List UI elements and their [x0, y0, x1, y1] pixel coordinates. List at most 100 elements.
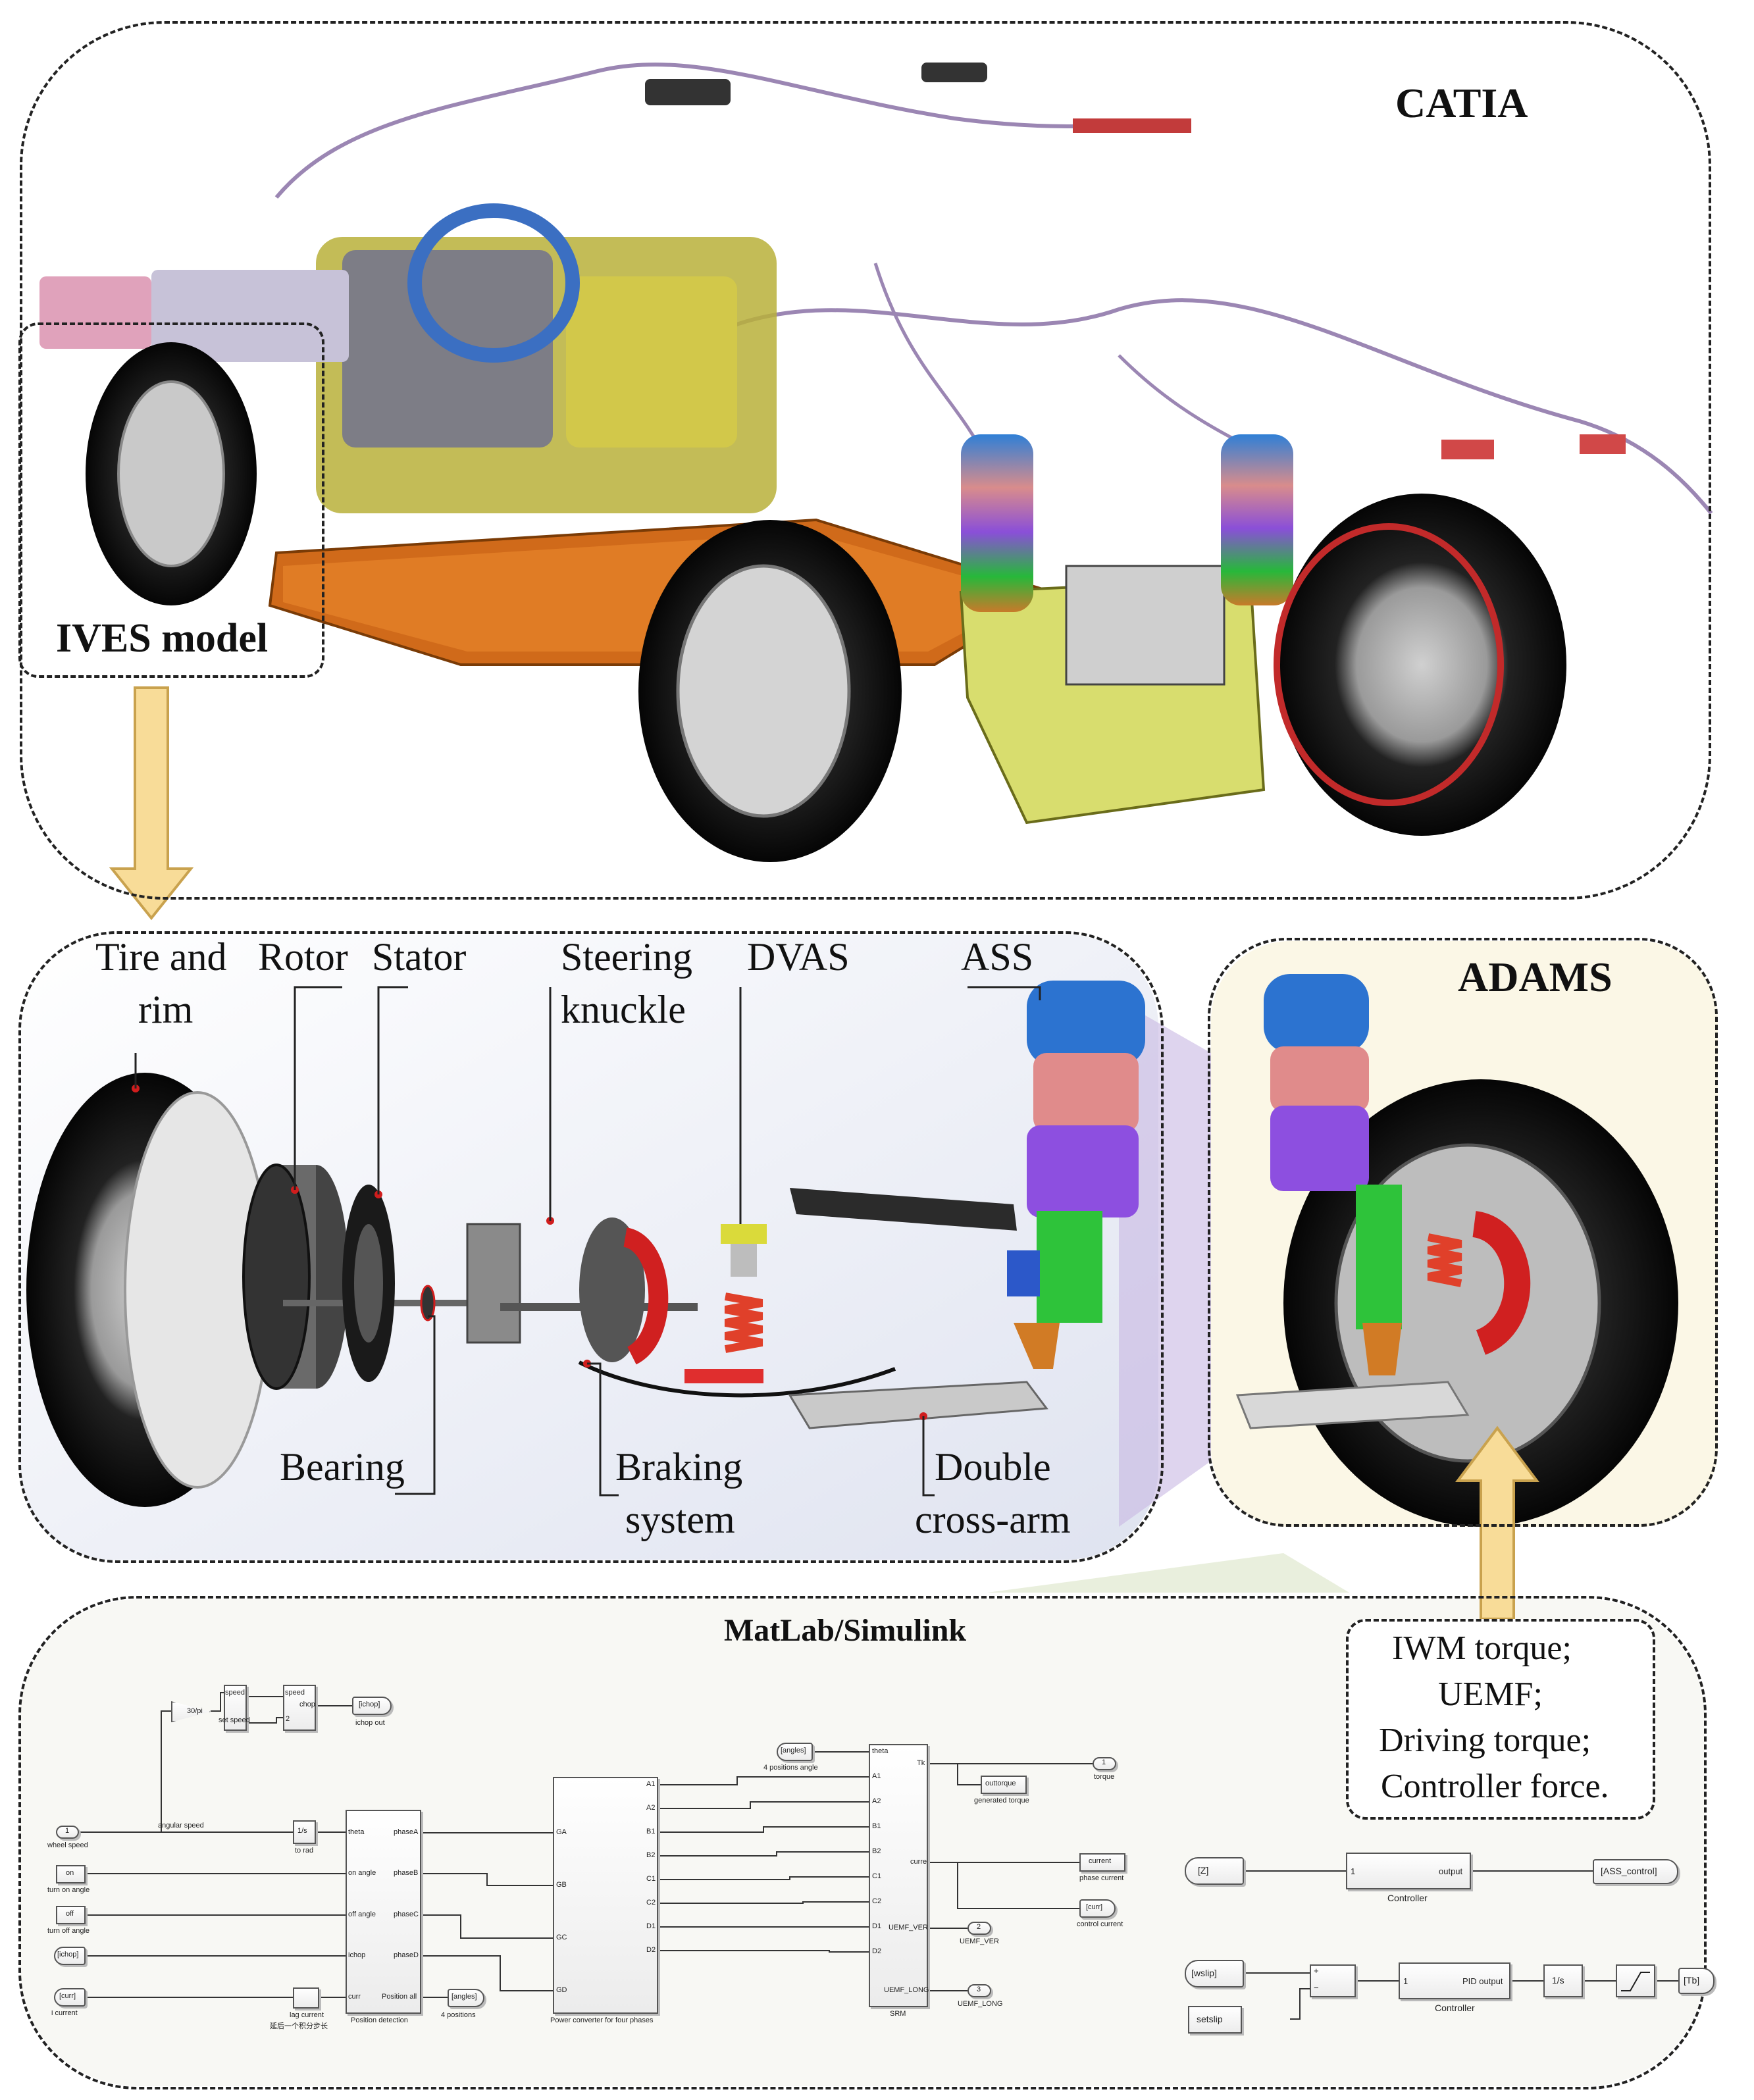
current-scope-block[interactable] [1079, 1853, 1125, 1872]
curr-from-tag: [curr] [59, 1992, 76, 2000]
steering-knuckle-label-2: knuckle [561, 988, 686, 1031]
z-from-block[interactable] [1185, 1857, 1244, 1885]
dvas-label: DVAS [747, 935, 850, 979]
angular-speed-caption: angular speed [158, 1822, 204, 1830]
integrator2-label: 1/s [1552, 1975, 1564, 1985]
component-leader-lines [134, 986, 1041, 1497]
uemf-long-caption: UEMF_LONG [958, 2000, 1003, 2008]
pid-controller-block[interactable] [1399, 1962, 1510, 1999]
curr-goto-block[interactable] [1079, 1899, 1116, 1918]
position-detection-caption: Position detection [351, 2016, 408, 2024]
pid-in: 1 [1403, 1976, 1408, 1986]
setslip-const[interactable] [1188, 2006, 1242, 2034]
sum-minus: − [1314, 1983, 1319, 1993]
angles-goto-tag: [angles] [451, 1993, 477, 2001]
simulink-wires [79, 1692, 1678, 2020]
outtorque-label: outtorque [985, 1780, 1016, 1787]
saturation-block[interactable] [1616, 1964, 1655, 1997]
sum-block[interactable] [1310, 1964, 1356, 1997]
pd-out-phase-b: phaseB [394, 1869, 419, 1877]
srm-caption: SRM [890, 2010, 906, 2018]
angles-from-block[interactable] [777, 1743, 813, 1761]
wheel-speed-caption: wheel speed [47, 1841, 88, 1849]
ichop-from-block[interactable] [54, 1947, 86, 1965]
chop-2-port: 2 [286, 1715, 290, 1723]
saturation-icon [1621, 1972, 1650, 1991]
stator-label: Stator [372, 935, 467, 979]
simulink-title: MatLab/Simulink [724, 1613, 967, 1648]
chop-block[interactable] [283, 1685, 316, 1731]
pc-out-d2: D2 [646, 1946, 656, 1954]
ass-controller-in: 1 [1351, 1866, 1356, 1876]
wslip-from-tag: [wslip] [1191, 1968, 1217, 1978]
four-positions-angle-caption: 4 positions angle [763, 1764, 818, 1772]
ass-controller-block[interactable] [1346, 1853, 1471, 1889]
ichop-goto-block[interactable] [352, 1697, 392, 1715]
angles-goto-block[interactable] [448, 1989, 484, 2007]
power-converter-caption: Power converter for four phases [550, 2016, 654, 2024]
catia-panel [20, 21, 1711, 900]
speed-port: speed [225, 1689, 245, 1697]
gain-value: 30/pi [187, 1707, 203, 1715]
pc-out-c2: C2 [646, 1899, 656, 1907]
power-converter-block[interactable] [553, 1777, 658, 2014]
wheel-speed-inport[interactable] [56, 1826, 79, 1839]
output-driving-torque: Driving torque; [1379, 1722, 1591, 1759]
pd-in-on-angle: on angle [348, 1869, 376, 1877]
braking-system-label-2: system [625, 1498, 735, 1541]
on-angle-const[interactable] [56, 1865, 86, 1883]
srm-in-b2: B2 [872, 1847, 881, 1855]
lag-current-block[interactable] [293, 1987, 319, 2009]
torque-outport-num: 1 [1102, 1758, 1106, 1766]
ass-controller-out: output [1439, 1866, 1463, 1876]
vehicle-chassis-render [39, 63, 1713, 862]
srm-in-d2: D2 [872, 1947, 882, 1955]
setslip-label: setslip [1197, 2014, 1223, 2024]
srm-in-b1: B1 [872, 1822, 881, 1830]
pc-out-a2: A2 [646, 1804, 656, 1812]
torque-outport[interactable] [1093, 1757, 1116, 1770]
pd-out-phase-d: phaseD [394, 1951, 419, 1959]
uemf-ver-num: 2 [977, 1923, 981, 1931]
tb-goto-block[interactable] [1678, 1968, 1715, 1994]
srm-out-curre: curre [910, 1858, 927, 1866]
turn-off-angle-caption: turn off angle [47, 1927, 90, 1935]
position-detection-block[interactable] [346, 1810, 421, 2014]
four-positions-caption: 4 positions [441, 2011, 476, 2019]
off-value: off [66, 1910, 74, 1918]
integrator2-block[interactable] [1543, 1964, 1583, 1997]
pc-out-b2: B2 [646, 1851, 656, 1859]
catia-title: CATIA [1395, 80, 1528, 126]
uemf-ver-caption: UEMF_VER [960, 1937, 999, 1945]
to-rad-block[interactable] [293, 1820, 316, 1844]
srm-in-c2: C2 [872, 1897, 882, 1905]
simulink-panel [18, 1596, 1707, 2089]
off-angle-const[interactable] [56, 1906, 86, 1924]
output-uemf: UEMF; [1438, 1676, 1543, 1713]
chop-port: chop [299, 1701, 315, 1708]
wslip-from-block[interactable] [1185, 1960, 1244, 1987]
sum-plus: + [1314, 1966, 1319, 1976]
component-panel [18, 931, 1164, 1563]
control-current-caption: control current [1077, 1920, 1123, 1928]
pd-out-position-all: Position all [382, 1993, 417, 2001]
i-current-caption: i current [51, 2009, 78, 2017]
ass-control-goto-block[interactable] [1593, 1859, 1678, 1884]
to-rad-integrator: 1/s [297, 1827, 307, 1835]
uemf-long-outport[interactable] [967, 1984, 991, 1997]
curr-from-block[interactable] [54, 1988, 86, 2007]
srm-in-a1: A1 [872, 1772, 881, 1780]
ives-model-label: IVES model [56, 615, 269, 662]
speed-compare-block[interactable] [224, 1685, 247, 1731]
chop-speed-port: speed [285, 1689, 305, 1697]
steering-knuckle-label-1: Steering [561, 935, 692, 979]
angles-from-tag: [angles] [781, 1747, 806, 1754]
pc-in-gb: GB [556, 1881, 567, 1889]
phase-current-caption: phase current [1079, 1874, 1124, 1882]
srm-in-d1: D1 [872, 1922, 882, 1930]
uemf-ver-outport[interactable] [967, 1922, 991, 1935]
pid-controller-caption: Controller [1435, 2003, 1475, 2013]
outtorque-block[interactable] [981, 1776, 1027, 1794]
srm-block[interactable] [869, 1744, 928, 2007]
pd-in-off-angle: off angle [348, 1910, 376, 1918]
